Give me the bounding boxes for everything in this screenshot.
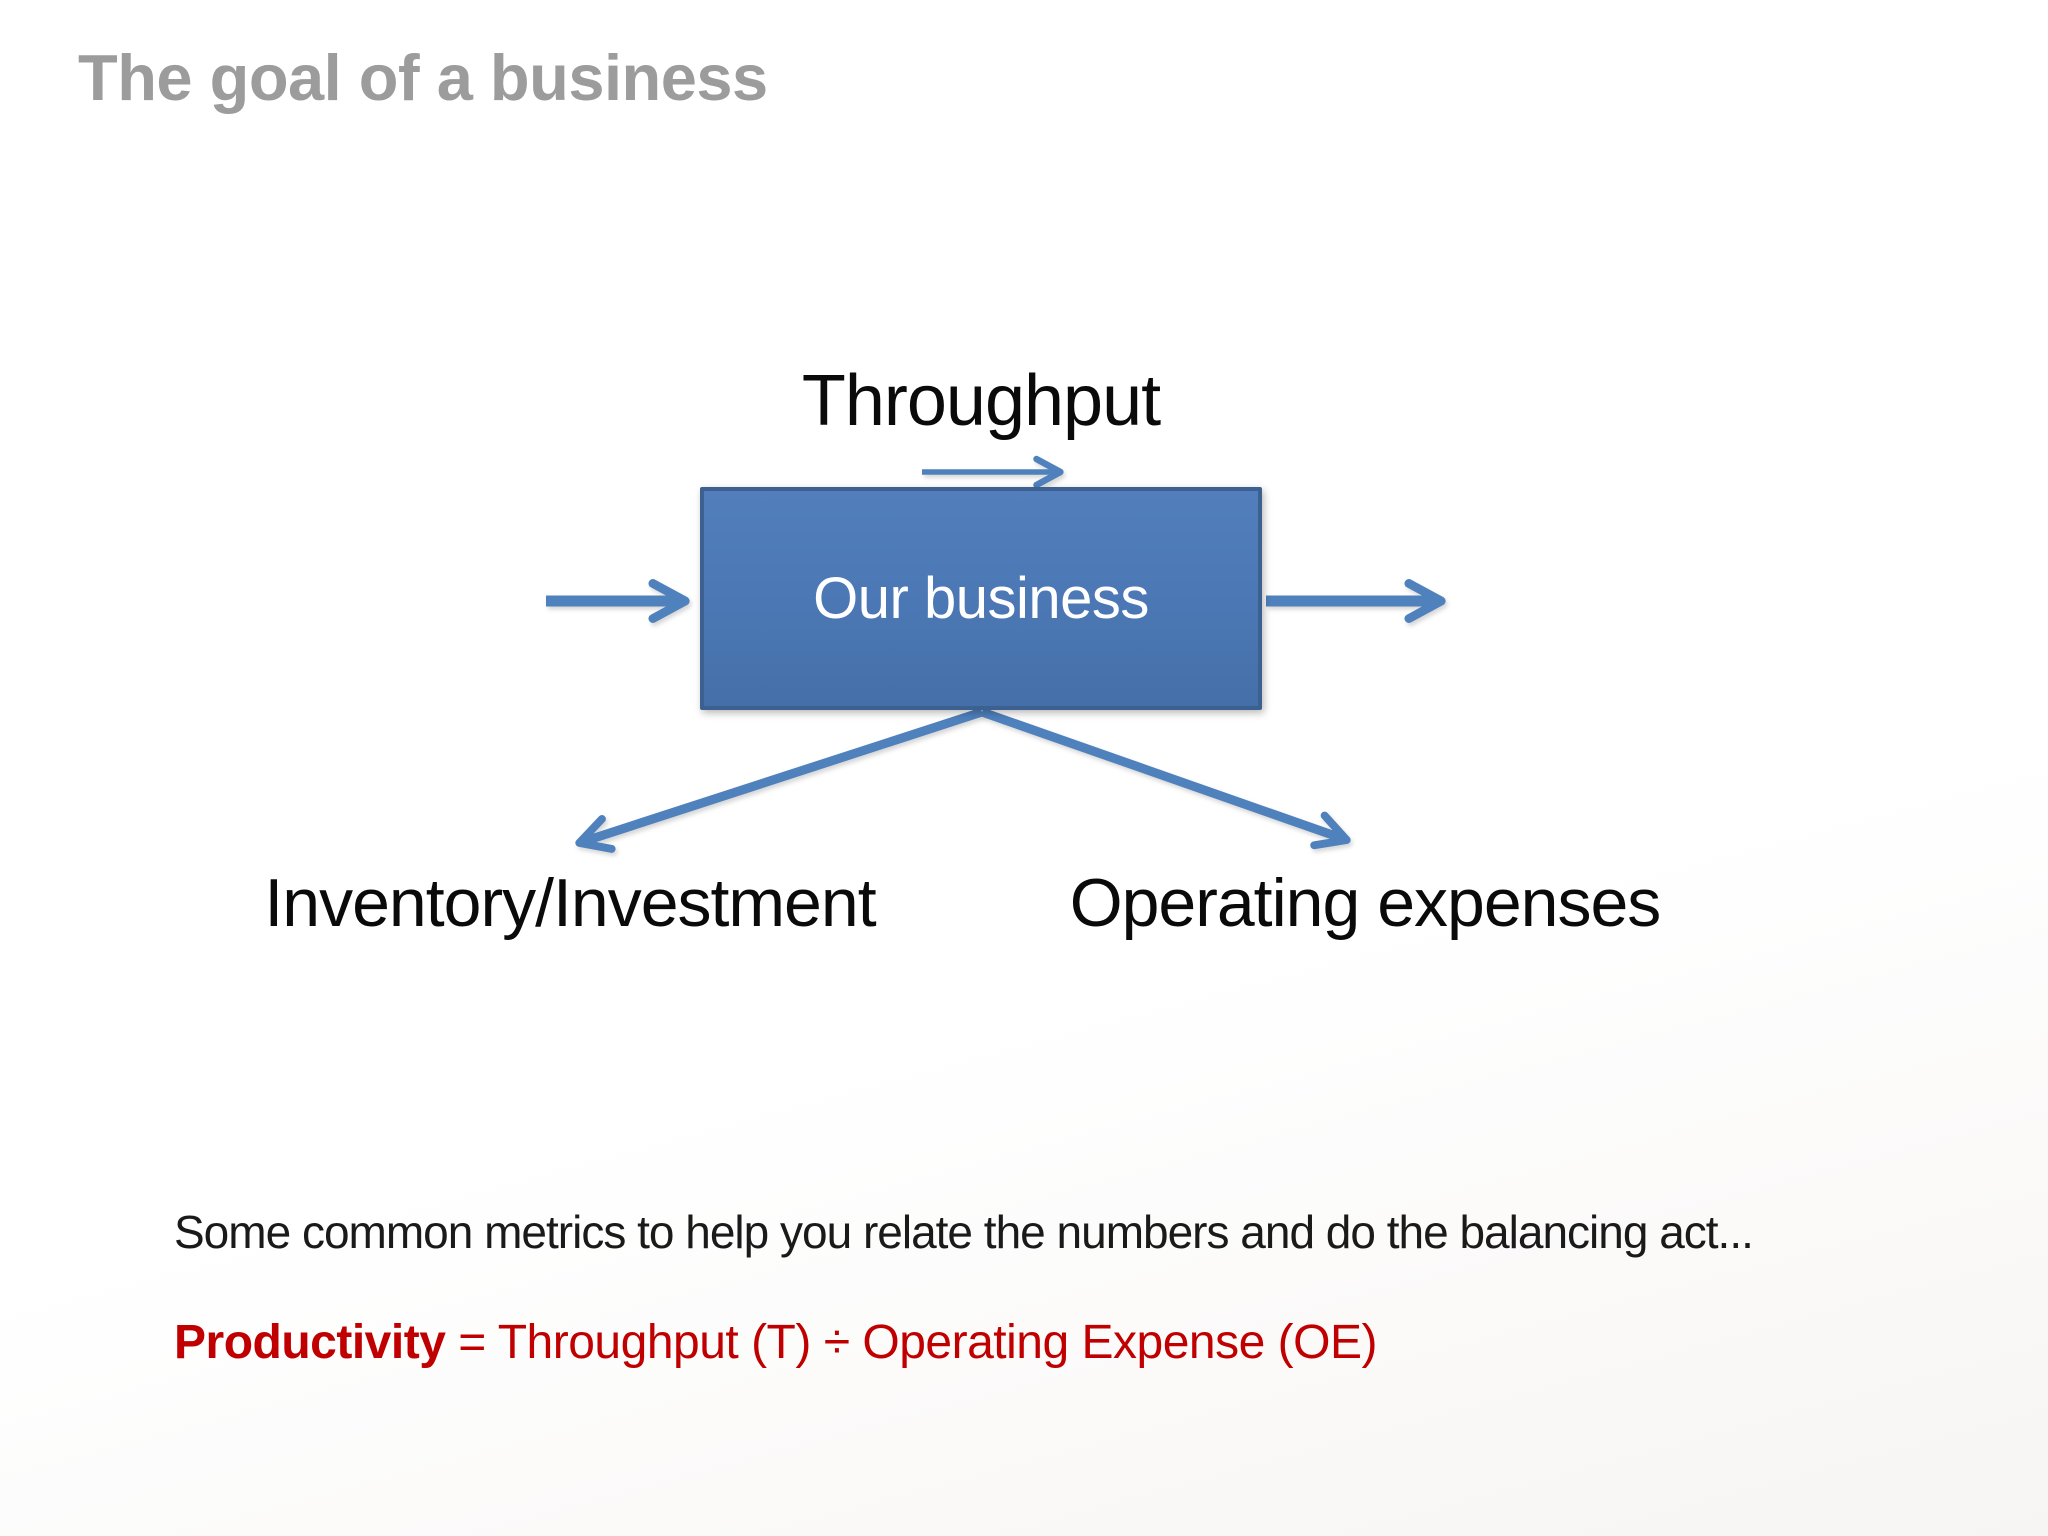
- opex-arrow: [980, 707, 1351, 850]
- metrics-intro-text: Some common metrics to help you relate t…: [174, 1206, 1754, 1258]
- throughput-label: Throughput: [801, 361, 1161, 441]
- business-box-label: Our business: [813, 566, 1149, 631]
- inventory-investment-label: Inventory/Investment: [264, 865, 876, 941]
- productivity-formula-definition: = Throughput (T) ÷ Operating Expense (OE…: [445, 1316, 1377, 1369]
- operating-expenses-label: Operating expenses: [1069, 865, 1662, 941]
- productivity-formula-term: Productivity: [174, 1316, 446, 1369]
- inventory-arrow: [575, 707, 984, 853]
- slide-title: The goal of a business: [78, 41, 768, 114]
- productivity-formula: Productivity = Throughput (T) ÷ Operatin…: [174, 1315, 1377, 1370]
- business-box: Our business: [700, 487, 1262, 710]
